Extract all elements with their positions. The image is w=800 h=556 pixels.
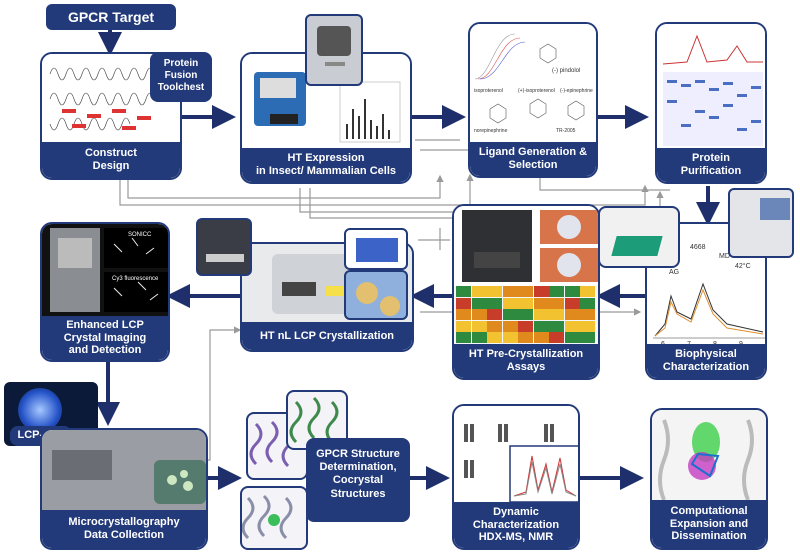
- heatmap-cell: [502, 297, 518, 309]
- heatmap-cell: [580, 332, 595, 343]
- biophysical-label: Biophysical Characterization: [647, 344, 765, 378]
- heatmap-cell: [471, 332, 487, 343]
- biophys-4668-label: 4668: [690, 244, 706, 251]
- heatmap-cell: [580, 297, 595, 309]
- microcrystallography-label: Microcrystallography Data Collection: [42, 510, 206, 548]
- dynamic-card: Dynamic Characterization HDX-MS, NMR: [452, 404, 580, 550]
- heatmap-cell: [580, 309, 595, 320]
- structure-ribbon-image-3: [240, 486, 308, 550]
- construct-design-card: Construct Design: [40, 52, 182, 180]
- ligand-structures-image: (-) pindolol isoproterenol (+)-isoproter…: [470, 24, 596, 144]
- biophys-temp-label: 42°C: [735, 262, 751, 270]
- lcp-crystallization-label: HT nL LCP Crystallization: [242, 322, 412, 350]
- heatmap-cell: [518, 309, 533, 320]
- plate-reader-image: [598, 206, 680, 268]
- heatmap-cell: [502, 309, 518, 320]
- dynamic-label: Dynamic Characterization HDX-MS, NMR: [454, 502, 578, 548]
- cy3-label: Cy3 fluorescence: [112, 276, 159, 282]
- heatmap-cell: [518, 297, 533, 309]
- heatmap-cell: [549, 286, 564, 297]
- heatmap-cell: [518, 320, 533, 332]
- heatmap-cell: [533, 286, 549, 297]
- ligand-name-4: norepinephrine: [474, 128, 508, 134]
- beamline-image: [42, 430, 206, 510]
- crystal-imaging-card: SONICC Cy3 fluorescence Enhanced LCP Cry…: [40, 222, 170, 362]
- computational-model-image: [652, 410, 766, 502]
- heatmap-cell: [580, 286, 595, 297]
- lcp-plate-image: [344, 228, 408, 270]
- incubator-image: [305, 14, 363, 86]
- heatmap-cell: [518, 332, 533, 343]
- heatmap-cell: [564, 309, 580, 320]
- ligand-generation-card: (-) pindolol isoproterenol (+)-isoproter…: [468, 22, 598, 178]
- structure-determination-tag: GPCR Structure Determination, Cocrystal …: [306, 438, 410, 522]
- heatmap-cell: [456, 297, 471, 309]
- lcp-dispensing-image: [196, 218, 252, 276]
- heatmap-cell: [533, 309, 549, 320]
- heatmap-cell: [549, 320, 564, 332]
- heatmap-cell: [471, 286, 487, 297]
- protein-purification-label: Protein Purification: [657, 148, 765, 182]
- crystal-imaging-label: Enhanced LCP Crystal Imaging and Detecti…: [42, 316, 168, 360]
- gpcr-target-title: GPCR Target: [46, 4, 176, 30]
- protein-purification-card: Protein Purification: [655, 22, 767, 184]
- construct-design-label: Construct Design: [42, 142, 180, 178]
- heatmap-cell: [487, 309, 502, 320]
- precrystallization-label: HT Pre-Crystallization Assays: [454, 344, 598, 378]
- heatmap-cell: [487, 297, 502, 309]
- heatmap-cell: [549, 332, 564, 343]
- heatmap-cell: [456, 286, 471, 297]
- ligand-name-1: isoproterenol: [474, 88, 503, 94]
- precrystallization-card: HT Pre-Crystallization Assays: [452, 204, 600, 380]
- computational-card: Computational Expansion and Disseminatio…: [650, 408, 768, 550]
- heatmap-cell: [564, 297, 580, 309]
- ht-expression-label: HT Expression in Insect/ Mammalian Cells: [242, 148, 410, 182]
- ligand-name-5: TR-2005: [556, 128, 576, 134]
- lcp-mesophase-image: [344, 270, 408, 320]
- heatmap-cell: [487, 332, 502, 343]
- sonicc-label: SONICC: [128, 232, 152, 238]
- ligand-generation-label: Ligand Generation & Selection: [470, 142, 596, 176]
- heatmap-cell: [502, 286, 518, 297]
- heatmap-cell: [471, 309, 487, 320]
- heatmap-cell: [518, 286, 533, 297]
- precryst-heatmap: [456, 286, 596, 344]
- computational-label: Computational Expansion and Disseminatio…: [652, 500, 766, 548]
- heatmap-cell: [580, 320, 595, 332]
- ligand-name-0: (-) pindolol: [552, 68, 580, 74]
- heatmap-cell: [502, 320, 518, 332]
- hdx-nmr-image: [454, 406, 578, 504]
- heatmap-cell: [456, 309, 471, 320]
- biophys-md-label: MD: [719, 253, 730, 260]
- heatmap-cell: [533, 297, 549, 309]
- heatmap-cell: [533, 320, 549, 332]
- heatmap-cell: [471, 320, 487, 332]
- heatmap-cell: [549, 309, 564, 320]
- heatmap-cell: [471, 297, 487, 309]
- ligand-name-2: (+)-isoproterenol: [518, 88, 555, 94]
- precryst-instrument-image: [454, 206, 598, 286]
- heatmap-cell: [456, 332, 471, 343]
- heatmap-cell: [564, 286, 580, 297]
- heatmap-cell: [502, 332, 518, 343]
- ligand-name-3: (-)-epinephrine: [560, 88, 593, 94]
- heatmap-cell: [456, 320, 471, 332]
- imaging-instrument-image: SONICC Cy3 fluorescence: [42, 224, 168, 316]
- protein-fusion-toolchest-tag: Protein Fusion Toolchest: [150, 52, 212, 102]
- purification-gel-image: [657, 24, 765, 148]
- heatmap-cell: [487, 286, 502, 297]
- biophys-ag-label: AG: [669, 269, 679, 276]
- microcrystallography-card: Microcrystallography Data Collection: [40, 428, 208, 550]
- hplc-image: [728, 188, 794, 258]
- heatmap-cell: [487, 320, 502, 332]
- heatmap-cell: [564, 332, 580, 343]
- heatmap-cell: [564, 320, 580, 332]
- heatmap-cell: [533, 332, 549, 343]
- heatmap-cell: [549, 297, 564, 309]
